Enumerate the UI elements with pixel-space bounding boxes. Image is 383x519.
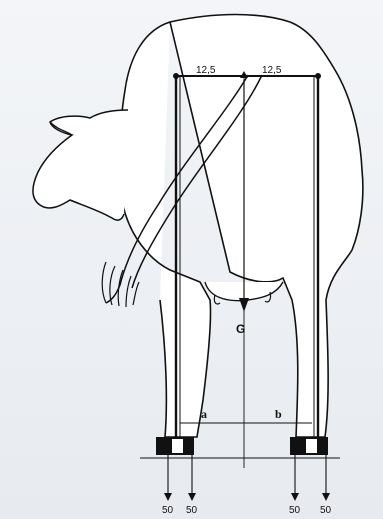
load-label-1: 50: [162, 505, 174, 516]
gravity-label: G: [236, 322, 245, 336]
load-arrow-heads: [164, 493, 330, 501]
hoof-right-gap: [306, 439, 317, 453]
hoof-left-gap: [172, 439, 183, 453]
load-arrow-head-2: [188, 493, 196, 501]
point-b-label: b: [275, 407, 282, 421]
load-label-3: 50: [289, 505, 301, 516]
cow-head-outline: [33, 110, 128, 220]
frame-left-joint: [173, 73, 179, 79]
load-arrow-head-3: [291, 493, 299, 501]
load-label-2: 50: [186, 505, 198, 516]
dimension-right-label: 12,5: [262, 65, 282, 76]
point-a-label: a: [201, 407, 207, 421]
load-arrow-head-4: [322, 493, 330, 501]
load-arrow-head-1: [164, 493, 172, 501]
dimension-left-label: 12,5: [196, 65, 216, 76]
gravity-arrow-head: [239, 298, 249, 312]
load-arrows: [168, 455, 326, 494]
frame-right-joint: [315, 73, 321, 79]
load-label-4: 50: [320, 505, 332, 516]
